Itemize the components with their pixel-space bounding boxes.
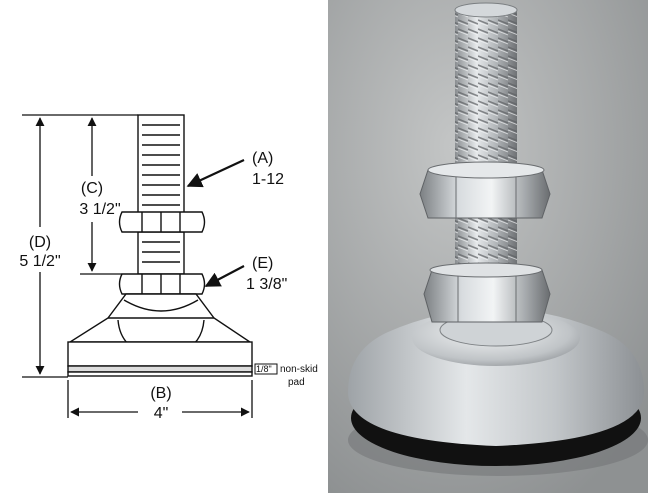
lower-nut: [118, 273, 206, 295]
pad-thickness-box: [254, 363, 278, 375]
dimension-c-letter: (C): [81, 180, 103, 197]
pad-note-line2: pad: [288, 377, 305, 388]
leveler-base: [67, 293, 253, 377]
dimension-c-value: 3 1/2": [79, 201, 120, 218]
technical-drawing: (D) 5 1/2" (C) 3 1/2" (A) 1-12 (E) 1 3/8…: [19, 114, 318, 422]
upper-nut: [118, 211, 206, 233]
photo-stud: [454, 2, 518, 276]
pad-thickness: 1/8": [256, 364, 272, 374]
dimension-d-letter: (D): [29, 234, 51, 251]
callout-a-value: 1-12: [252, 171, 284, 188]
dimension-b-value: 4": [154, 405, 169, 422]
callout-e-arrow: [204, 265, 245, 287]
threaded-stud: [137, 114, 185, 275]
callout-a-letter: (A): [252, 150, 273, 167]
dimension-b-letter: (B): [150, 385, 171, 402]
callout-e-value: 1 3/8": [246, 276, 287, 293]
pad-note-line1: non-skid: [280, 364, 318, 375]
photo-base: [348, 308, 644, 446]
dimension-b: [67, 380, 253, 418]
callout-a-arrow: [186, 159, 245, 188]
photo-lower-nut: [423, 262, 551, 323]
photo-upper-nut: [419, 161, 551, 219]
callout-e-letter: (E): [252, 255, 273, 272]
dimension-d-value: 5 1/2": [19, 253, 60, 270]
dimension-d: [22, 114, 138, 378]
dimension-c: [80, 117, 122, 275]
product-photo: [328, 0, 648, 493]
